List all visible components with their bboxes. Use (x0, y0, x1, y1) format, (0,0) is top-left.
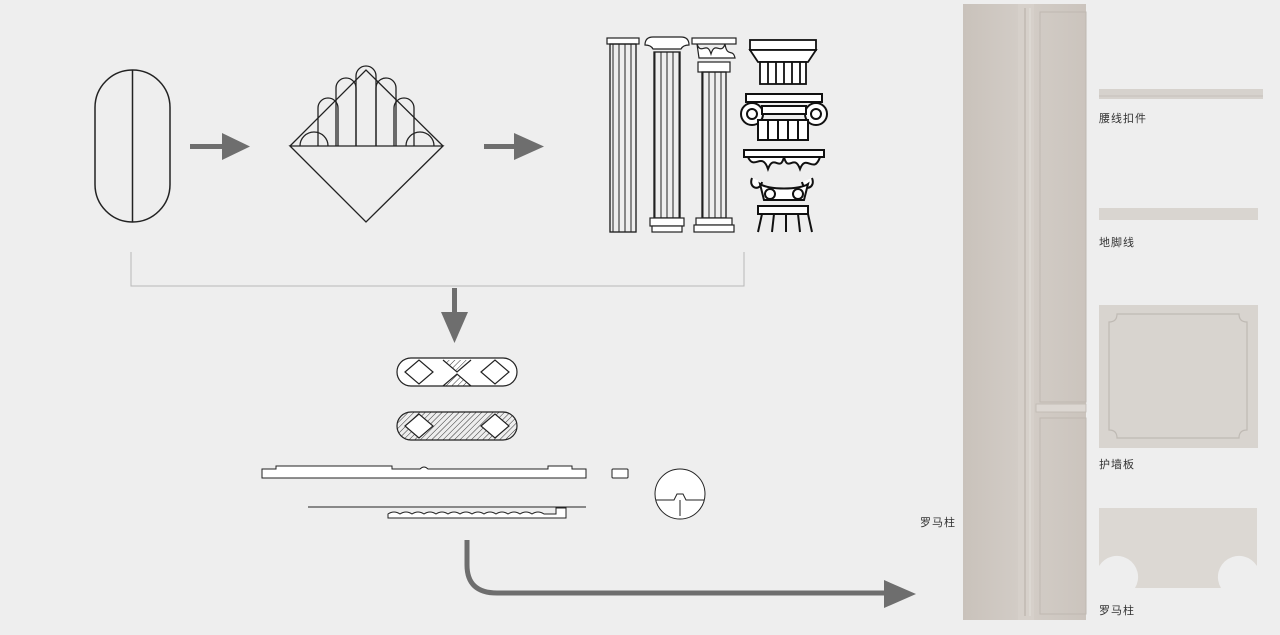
flow-arrow (190, 133, 250, 160)
skirting-sample (1099, 208, 1258, 220)
waist-line-label: 腰线扣件 (1099, 112, 1147, 125)
capital-icon (740, 93, 828, 141)
roman-column-panel (963, 4, 1087, 620)
capital-icon (748, 39, 818, 85)
roman-column-label: 罗马柱 (1099, 604, 1135, 617)
ornament-pill-outline (396, 357, 518, 387)
left-column-label: 罗马柱 (920, 516, 956, 529)
flow-arrow (464, 540, 916, 608)
ornament-pill-hatched (396, 411, 518, 441)
skirting-label: 地脚线 (1099, 236, 1135, 249)
wall-panel-sample (1099, 305, 1258, 448)
connector-bracket (130, 252, 745, 287)
capital-icon (743, 149, 825, 233)
flow-arrow (441, 288, 468, 343)
waist-line-sample (1099, 89, 1263, 99)
molding-profile (261, 465, 629, 479)
wall-panel-label: 护墙板 (1099, 458, 1135, 471)
roman-column-set (606, 36, 737, 233)
flow-arrow (484, 133, 544, 160)
fan-triangle-shape (288, 65, 445, 223)
molding-profile (308, 506, 586, 519)
section-detail-circle (654, 468, 706, 520)
semicircle-pair-shape (94, 69, 171, 223)
roman-column-sample (1099, 508, 1257, 588)
